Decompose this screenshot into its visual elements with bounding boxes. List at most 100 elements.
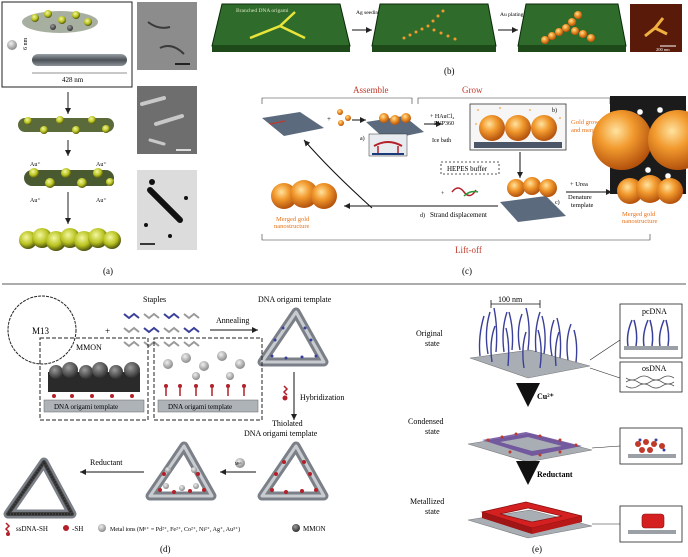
merged-left-label-2: nanostructure — [274, 223, 309, 230]
condensed-state-label-2: state — [425, 427, 440, 436]
urea-label: + Urea — [570, 181, 588, 188]
sub-a-label: a) — [360, 135, 365, 142]
denature-label-2: template — [571, 202, 593, 209]
mmon-zoom-box — [39, 337, 149, 421]
dim-height-label: 6 nm — [23, 38, 29, 51]
metallized-state-label-2: state — [425, 507, 440, 516]
haucl4-label: + HAuCl₄ — [430, 114, 454, 120]
thiolated-label-1: Thiolated — [272, 419, 303, 428]
reductant-label-d: Reductant — [90, 458, 123, 467]
legend-d: ssDNA-SH -SH Metal ions (Mⁿ⁺ = Pd²⁺, Fe²… — [4, 522, 326, 536]
au-plating-label: Au plating — [500, 12, 524, 18]
panel-e: 100 nm Original state Cu²⁺ Condensed sta… — [408, 295, 683, 554]
mmon-box-label: MMON — [76, 343, 102, 352]
gold-growing-label-1: Gold growing — [571, 119, 608, 126]
box-template-label-1: DNA origami template — [54, 403, 118, 411]
m13-circle — [7, 295, 77, 365]
cross-section-icon — [7, 40, 17, 50]
condensed-inset — [619, 427, 683, 465]
box-template-label-2: DNA origami template — [168, 403, 232, 411]
dim-length-label: 428 nm — [62, 76, 84, 84]
origami-triangle-1 — [257, 307, 329, 367]
d-plus: + — [105, 326, 110, 336]
caption-a: (a) — [103, 266, 113, 276]
panel-d: M13 + Staples Annealing DNA origami temp… — [3, 295, 344, 554]
origami-frame-condensed — [467, 432, 593, 463]
condensed-state-label-1: Condensed — [408, 417, 444, 426]
sub-c-label: c) — [555, 199, 560, 206]
hepes-box — [440, 161, 500, 175]
cu-label: Cu²⁺ — [537, 392, 554, 401]
ag-seeding-label: Ag seeding — [356, 10, 381, 16]
au-ion-label-4: Au⁺ — [96, 197, 107, 204]
liftoff-label: Lift-off — [455, 245, 482, 255]
mmon-layer — [48, 362, 140, 392]
osdna-label: osDNA — [642, 364, 667, 373]
panel-b: Branched DNA origami Ag seeding Au plati… — [211, 3, 682, 76]
metal-ions-cluster — [163, 351, 245, 380]
sub-d-label: d) — [420, 212, 425, 219]
c-substrate-3 — [500, 196, 566, 222]
branched-origami — [249, 11, 306, 40]
panel-a-model-frame — [1, 1, 133, 88]
ice-bath-label: Ice bath — [432, 138, 451, 144]
c-plus-1: + — [327, 115, 331, 123]
merged-left-label-1: Merged gold — [276, 216, 310, 223]
origami-triangle-3 — [145, 441, 217, 501]
origami-triangle-2 — [257, 441, 329, 501]
c-substrate-1 — [262, 112, 324, 136]
origami-triangle-4 — [3, 457, 77, 519]
strand-displacement-label: Strand displacement — [430, 211, 487, 219]
denature-label-1: Denature — [568, 194, 592, 201]
caption-b: (b) — [444, 66, 455, 76]
board-2 — [371, 3, 497, 47]
annealing-label: Annealing — [216, 316, 249, 325]
thiolated-label-2: DNA origami template — [244, 429, 318, 438]
c-plus-2: + — [441, 191, 445, 197]
legend-ions: Metal ions (Mⁿ⁺ = Pd²⁺, Fe²⁺, Co²⁺, Ni²⁺… — [110, 526, 240, 533]
legend-ssdna: ssDNA-SH — [16, 525, 48, 533]
origami-cluster-model — [22, 10, 98, 33]
original-state-label-2: state — [425, 339, 440, 348]
tem-image-1 — [137, 2, 197, 70]
grow-label: Grow — [462, 85, 483, 95]
pcdna-label: pcDNA — [642, 307, 667, 316]
merged-gold-left — [271, 180, 337, 209]
au-plated-branch — [541, 11, 595, 44]
seeded-rod — [18, 116, 114, 134]
branched-origami-label: Branched DNA origami — [236, 8, 289, 14]
au-ion-label-1: Au⁺ — [30, 161, 41, 168]
panel-a: 6 nm 428 nm Au⁺ Au⁺ Au⁺ Au⁺ — [1, 1, 197, 276]
staples-strands — [123, 312, 200, 348]
m13-label: M13 — [32, 326, 50, 336]
legend-sh: -SH — [72, 525, 83, 533]
au-ion-label-3: Au⁺ — [30, 197, 41, 204]
panel-c: Assemble Grow + + HAuCl₄ PVP360 Ice bath… — [261, 85, 688, 276]
template-label: DNA origami template — [258, 295, 332, 304]
metallized-state-label-1: Metallized — [410, 497, 444, 506]
ion-zoom-box — [153, 337, 263, 421]
caption-c: (c) — [462, 266, 472, 276]
caption-d: (d) — [160, 544, 171, 554]
sub-b-label: b) — [552, 107, 557, 114]
caption-e: (e) — [532, 544, 542, 554]
ag-seeds — [402, 9, 457, 41]
legend-mmon: MMON — [303, 525, 326, 533]
gold-growing-label-2: and merging — [571, 127, 604, 134]
pvp-label: PVP360 — [434, 121, 454, 127]
au-ion-label-2: Au⁺ — [96, 161, 107, 168]
m-ion-label: Mⁿ⁺ — [235, 461, 242, 466]
original-state-label-1: Original — [416, 329, 443, 338]
reductant-label-e: Reductant — [537, 470, 573, 479]
staples-label: Staples — [143, 295, 166, 304]
afm-scale-label: 200 nm — [656, 47, 670, 52]
origami-rod — [32, 54, 127, 66]
merged-right-label-1: Merged gold — [622, 211, 656, 218]
gold-nanowire — [19, 228, 121, 251]
scale-100nm-label: 100 nm — [498, 295, 523, 304]
origami-frame-original — [469, 307, 591, 379]
merged-gold-right — [617, 175, 683, 204]
assemble-label: Assemble — [353, 85, 389, 95]
origami-frame-metallized — [467, 501, 593, 539]
